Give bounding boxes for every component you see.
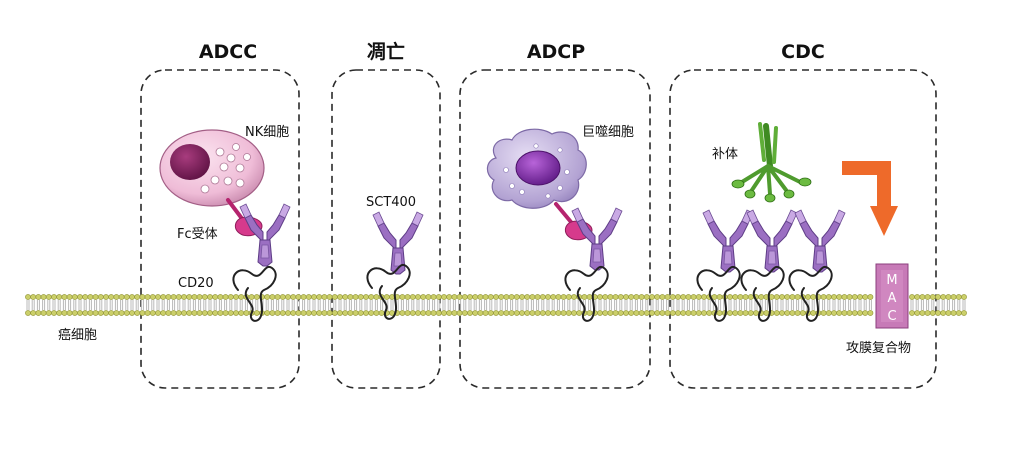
mac-letter-m: M bbox=[886, 273, 897, 288]
bent-arrow-icon bbox=[842, 161, 898, 236]
mac-label: 攻膜复合物 bbox=[846, 341, 911, 356]
fc-receptor-label: Fc受体 bbox=[177, 227, 218, 242]
nk-cell-icon bbox=[159, 129, 265, 207]
complement-label: 补体 bbox=[712, 147, 738, 162]
panel-title-adcp: ADCP bbox=[527, 41, 585, 63]
panel-title-apoptosis: 凋亡 bbox=[367, 40, 405, 63]
mac-letter-a: A bbox=[888, 291, 897, 306]
cancer-cell-label: 癌细胞 bbox=[58, 327, 97, 343]
panel-apoptosis bbox=[331, 69, 441, 389]
y-shaped-antibody-icon bbox=[746, 209, 798, 273]
panel-cdc bbox=[669, 69, 937, 389]
y-shaped-antibody-icon bbox=[702, 209, 754, 273]
cell-membrane bbox=[25, 294, 967, 316]
nk-cell-label: NK细胞 bbox=[245, 125, 289, 140]
panel-title-adcc: ADCC bbox=[199, 41, 257, 63]
y-shaped-antibody-icon bbox=[372, 211, 424, 275]
complement-icon bbox=[731, 122, 812, 203]
mac-pore: M A C bbox=[875, 263, 909, 329]
panel-adcp bbox=[459, 69, 651, 389]
sct400-label: SCT400 bbox=[366, 195, 416, 210]
macrophage-icon bbox=[486, 128, 587, 209]
mac-letter-c: C bbox=[887, 309, 896, 324]
y-shaped-antibody-icon bbox=[794, 209, 846, 273]
cd20-label: CD20 bbox=[178, 276, 214, 291]
macrophage-label: 巨噬细胞 bbox=[582, 125, 634, 140]
panel-adcc bbox=[140, 69, 300, 389]
panel-title-cdc: CDC bbox=[781, 41, 825, 63]
